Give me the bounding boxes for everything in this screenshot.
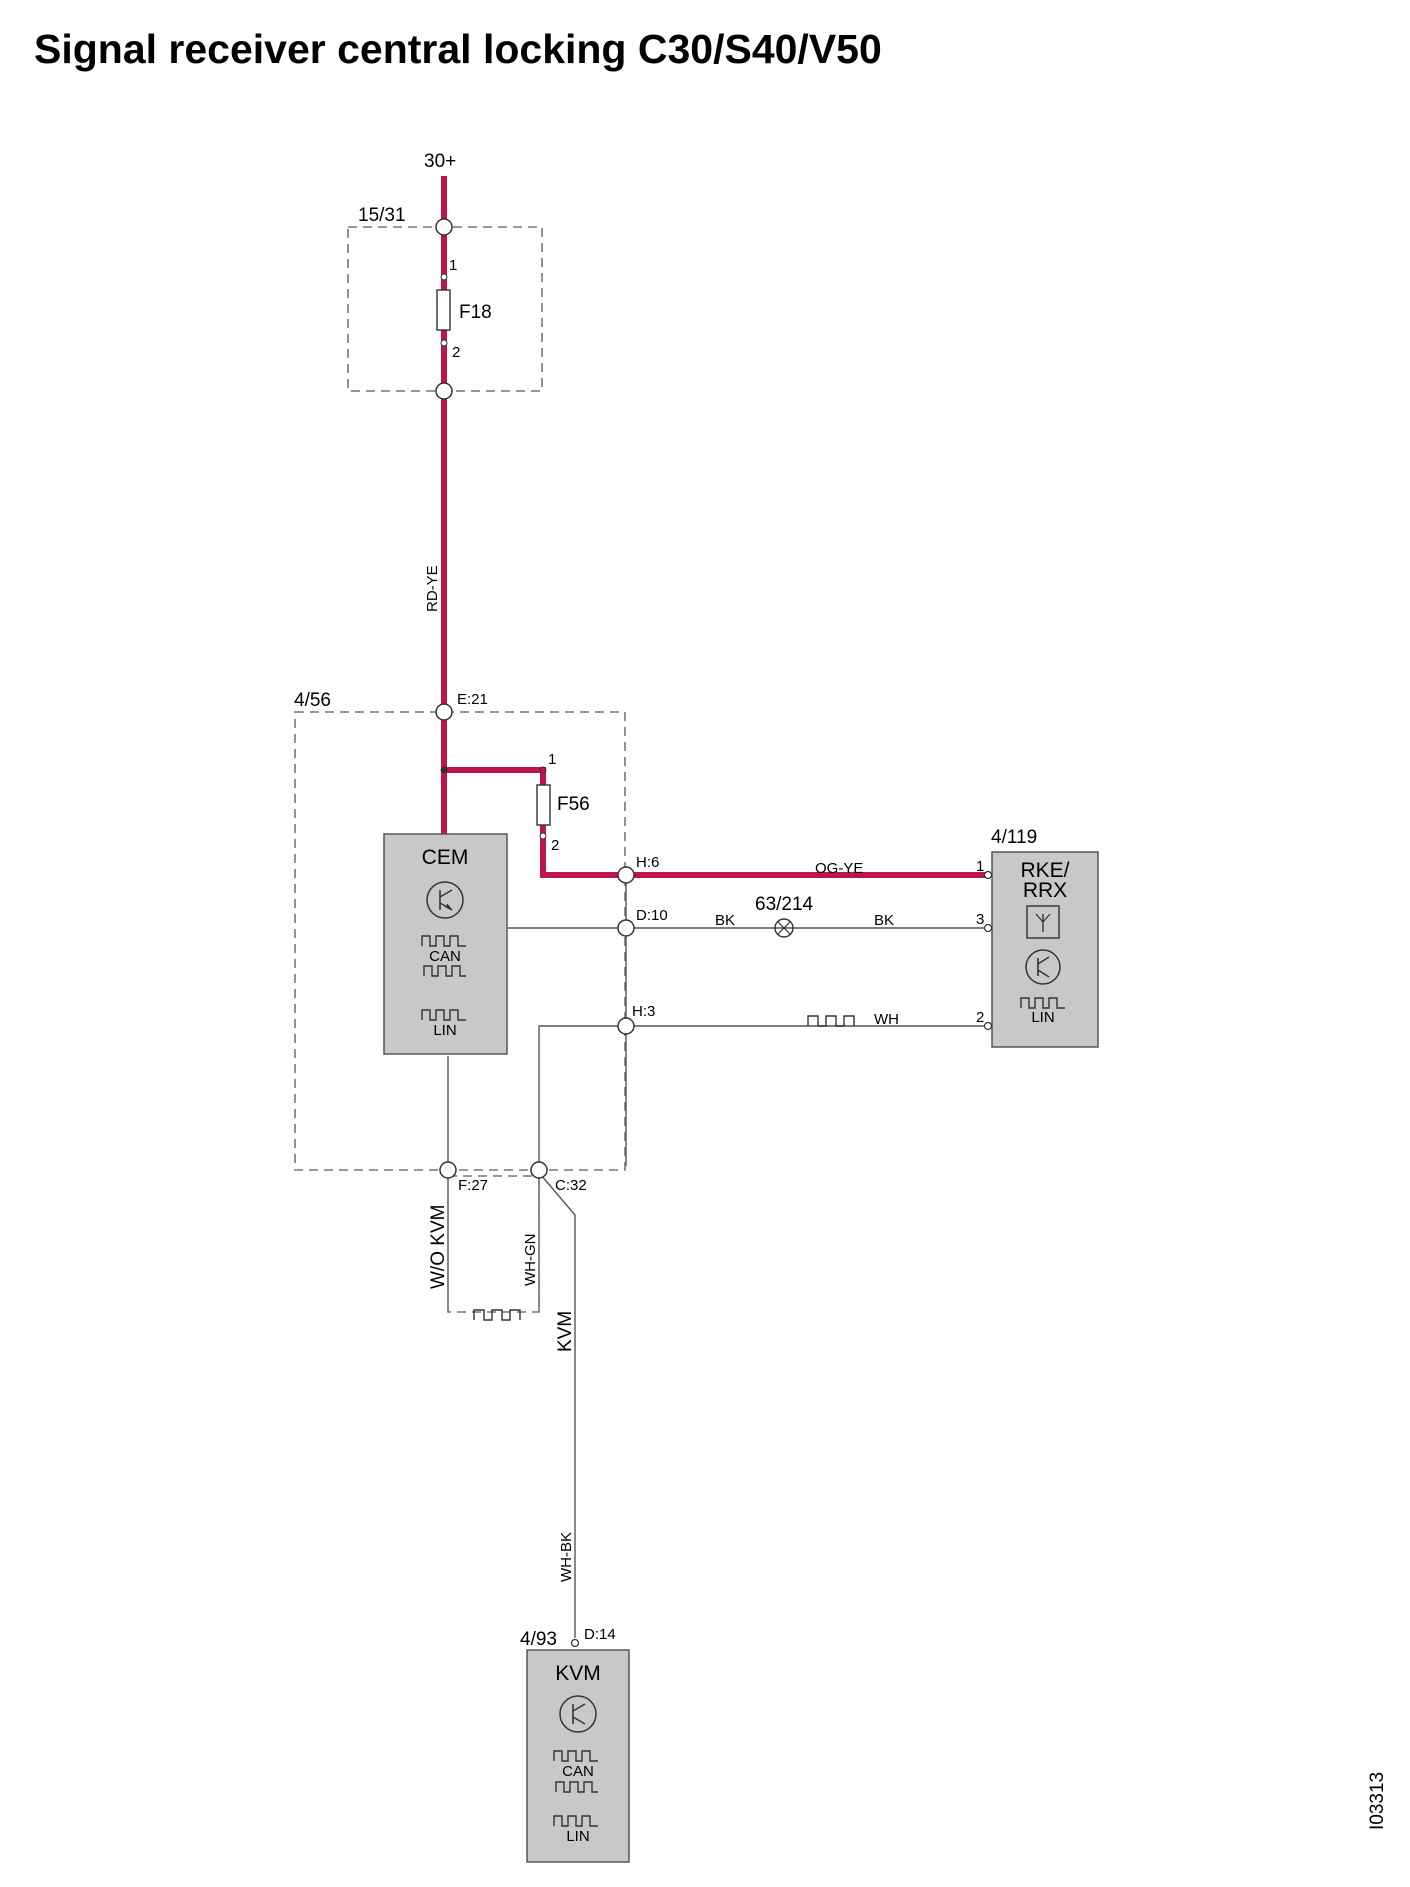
can-signal-icon <box>421 935 466 947</box>
conn-f27-label: F:27 <box>458 1177 488 1194</box>
kvm-label: 4/93 <box>520 1629 557 1650</box>
wire-label-og-ye: OG-YE <box>815 860 863 877</box>
wire-label-wo-kvm: W/O KVM <box>428 1205 449 1289</box>
wire-wh <box>538 1025 986 1165</box>
fuse-f56 <box>440 766 551 840</box>
lin-signal-icon <box>1020 997 1065 1009</box>
node-d10 <box>617 919 635 937</box>
wire-label-kvm: KVM <box>555 1311 576 1352</box>
kvm-connector-label: D:14 <box>584 1626 616 1643</box>
rke-pin-1-label: 1 <box>976 858 984 875</box>
node-c32 <box>530 1161 548 1179</box>
wire-wh-bk <box>540 1174 576 1638</box>
rke-pin-2-label: 2 <box>976 1009 984 1026</box>
conn-c32-label: C:32 <box>555 1177 587 1194</box>
wire-label-bk-right: BK <box>874 912 894 929</box>
supply-label: 30+ <box>424 151 456 172</box>
wire-label-wh-bk: WH-BK <box>558 1532 575 1582</box>
node-h3 <box>617 1017 635 1035</box>
fuse-f56-pin-2: 2 <box>551 837 559 854</box>
rke-pin-2 <box>983 1021 993 1031</box>
can-signal-icon <box>553 1750 598 1762</box>
lin-signal-icon <box>473 1309 521 1321</box>
wire-label-wh-gn: WH-GN <box>522 1234 539 1287</box>
antenna-icon <box>1026 905 1060 939</box>
fuse-f18 <box>436 273 451 347</box>
cem-module <box>383 833 508 1055</box>
ground-point-label: 63/214 <box>755 894 814 915</box>
node-h6 <box>617 866 635 884</box>
cem-box-outline <box>294 711 626 1171</box>
kvm-can-label: CAN <box>562 1763 594 1780</box>
transistor-icon <box>426 881 464 919</box>
cem-can-label: CAN <box>429 948 461 965</box>
fuse-f56-label: F56 <box>557 794 590 815</box>
wire-label-wh: WH <box>874 1011 899 1028</box>
connection-nodes <box>435 218 635 1179</box>
rke-pin-3 <box>983 923 993 933</box>
cem-box-label: 4/56 <box>294 690 331 711</box>
wire-label-bk-left: BK <box>715 912 735 929</box>
page-title: Signal receiver central locking C30/S40/… <box>34 26 882 72</box>
lin-signal-icon <box>807 1015 855 1027</box>
can-signal-icon <box>555 1781 598 1793</box>
node-e21 <box>435 703 453 721</box>
kvm-lin-label: LIN <box>566 1828 589 1845</box>
cem-lin-label: LIN <box>433 1022 456 1039</box>
conn-h3-label: H:3 <box>632 1003 655 1020</box>
fuse-f18-pin-1: 1 <box>449 257 457 274</box>
rke-pin-1 <box>983 870 993 880</box>
rke-pin-3-label: 3 <box>976 911 984 928</box>
kvm-name: KVM <box>555 1662 601 1685</box>
conn-h6-label: H:6 <box>636 854 659 871</box>
power-wires <box>441 176 986 878</box>
kvm-pin-d14 <box>570 1638 580 1648</box>
cem-name: CEM <box>422 846 469 869</box>
rke-label: 4/119 <box>991 827 1037 848</box>
node-f27 <box>439 1161 457 1179</box>
node-fusebox-out <box>435 382 453 400</box>
wo-kvm-outline <box>447 1175 540 1313</box>
transistor-icon <box>559 1695 597 1733</box>
conn-e21-label: E:21 <box>457 691 488 708</box>
image-id-label: I03313 <box>1367 1772 1388 1830</box>
fuse-f18-pin-2: 2 <box>452 344 460 361</box>
rke-lin-label: LIN <box>1031 1009 1054 1026</box>
fuse-f18-label: F18 <box>459 302 492 323</box>
can-signal-icon <box>423 965 466 977</box>
lin-signal-icon <box>553 1815 598 1827</box>
fuse-f56-pin-1: 1 <box>548 751 556 768</box>
rke-name-line1: RKE/ <box>1020 859 1069 882</box>
ground-point-icon <box>774 918 794 938</box>
wire-label-rd-ye: RD-YE <box>424 565 441 612</box>
conn-d10-label: D:10 <box>636 907 668 924</box>
node-fusebox-in <box>435 218 453 236</box>
rke-name-line2: RRX <box>1023 879 1067 902</box>
transistor-icon <box>1025 949 1061 985</box>
wire-og-ye <box>444 767 986 878</box>
lin-signal-icon <box>421 1009 466 1021</box>
fusebox-label: 15/31 <box>358 205 406 226</box>
